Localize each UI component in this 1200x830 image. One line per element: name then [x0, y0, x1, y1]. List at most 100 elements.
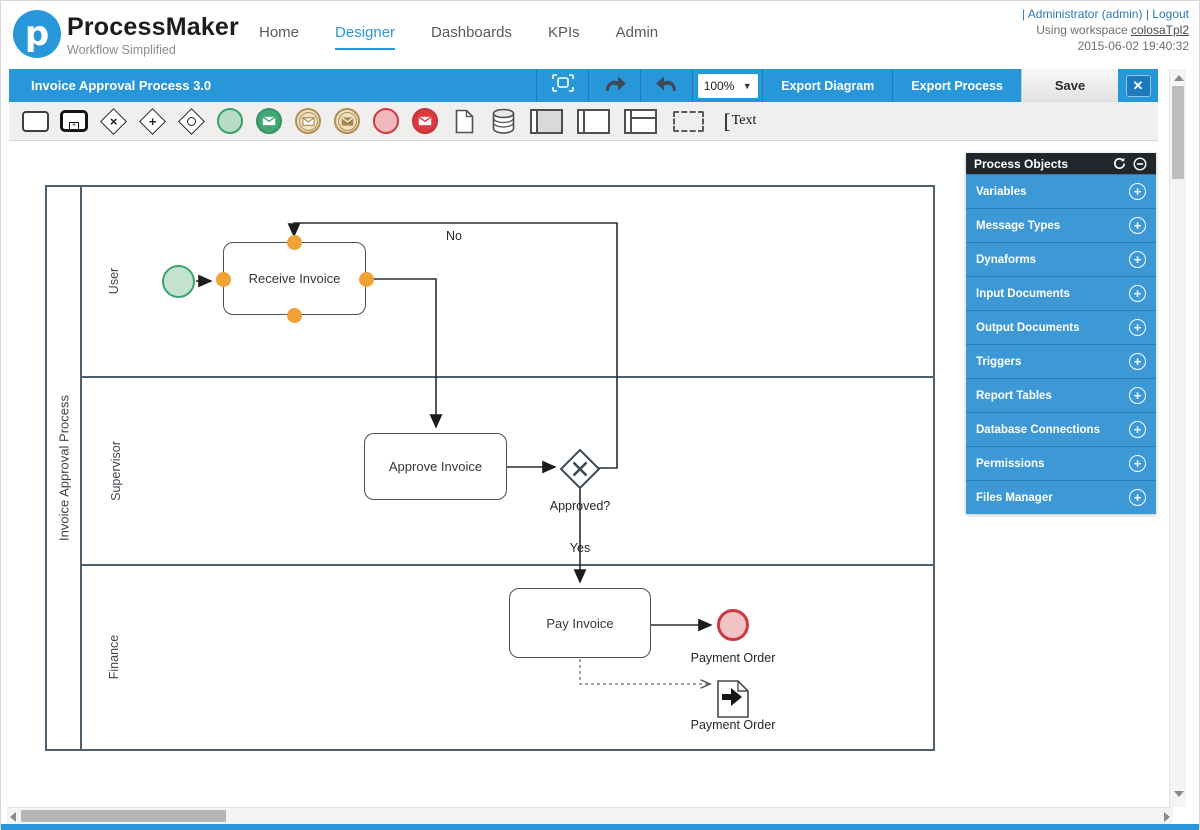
brand-tagline: Workflow Simplified	[67, 43, 176, 57]
start-event[interactable]	[162, 265, 195, 298]
lane-tool-icon[interactable]	[575, 106, 611, 136]
end-event-tool-icon[interactable]	[372, 106, 400, 136]
text-annotation-tool-icon[interactable]: [Text	[718, 106, 762, 136]
start-event-shape	[217, 108, 243, 134]
add-permission-icon[interactable]: +	[1129, 455, 1146, 472]
add-message-type-icon[interactable]: +	[1129, 217, 1146, 234]
inclusive-gateway-tool-icon[interactable]	[177, 106, 205, 136]
intermediate-message-throw-tool-icon[interactable]	[333, 106, 361, 136]
task-receive-invoice[interactable]: Receive Invoice	[223, 242, 366, 315]
scroll-down-arrow[interactable]	[1174, 791, 1184, 797]
horizontal-lanes-tool-icon[interactable]	[622, 106, 658, 136]
po-item-message-types[interactable]: Message Types +	[966, 208, 1156, 242]
vertical-scrollbar[interactable]	[1169, 69, 1186, 807]
data-object-tool-icon[interactable]	[450, 106, 478, 136]
export-diagram-button[interactable]: Export Diagram	[762, 69, 892, 102]
fullscreen-icon	[551, 73, 575, 98]
po-item-report-tables[interactable]: Report Tables +	[966, 378, 1156, 412]
add-output-document-icon[interactable]: +	[1129, 319, 1146, 336]
process-objects-panel: Process Objects Variables + Message Type…	[966, 153, 1156, 514]
gateway-x-shape: ×	[99, 107, 127, 135]
po-item-permissions[interactable]: Permissions +	[966, 446, 1156, 480]
start-event-tool-icon[interactable]	[216, 106, 244, 136]
task-pay-invoice[interactable]: Pay Invoice	[509, 588, 651, 658]
processmaker-logo-icon[interactable]: p	[13, 10, 61, 58]
po-item-label: Dynaforms	[976, 253, 1037, 266]
nav-dashboards[interactable]: Dashboards	[431, 24, 512, 41]
intermediate-message-catch-tool-icon[interactable]	[294, 106, 322, 136]
scroll-up-arrow[interactable]	[1174, 75, 1184, 81]
nav-designer[interactable]: Designer	[335, 24, 396, 50]
po-item-database-connections[interactable]: Database Connections +	[966, 412, 1156, 446]
horizontal-scrollbar[interactable]	[7, 807, 1173, 824]
scroll-right-arrow[interactable]	[1164, 812, 1170, 822]
nav-kpis[interactable]: KPIs	[547, 24, 580, 41]
collapse-panel-icon[interactable]	[1132, 156, 1148, 172]
zoom-select[interactable]: 100% ▼	[697, 73, 758, 98]
group-shape	[672, 110, 704, 132]
add-report-table-icon[interactable]: +	[1129, 387, 1146, 404]
end-event-shape	[373, 108, 399, 134]
connection-handle-top[interactable]	[287, 235, 302, 250]
refresh-icon[interactable]	[1111, 156, 1127, 172]
add-file-icon[interactable]: +	[1129, 489, 1146, 506]
connection-handle-right[interactable]	[359, 272, 374, 287]
export-process-button[interactable]: Export Process	[892, 69, 1021, 102]
po-item-label: Permissions	[976, 457, 1045, 470]
add-trigger-icon[interactable]: +	[1129, 353, 1146, 370]
message-start-event-tool-icon[interactable]	[255, 106, 283, 136]
add-dynaform-icon[interactable]: +	[1129, 251, 1146, 268]
brand-name: ProcessMaker	[67, 13, 239, 41]
connection-handle-bottom[interactable]	[287, 308, 302, 323]
scroll-left-arrow[interactable]	[10, 812, 16, 822]
pool-shape	[529, 108, 563, 134]
diagram-toolbar: Invoice Approval Process 3.0	[9, 69, 1158, 102]
horizontal-scroll-thumb[interactable]	[21, 810, 226, 822]
chevron-down-icon: ▼	[742, 80, 752, 91]
end-event-payment-order[interactable]	[717, 609, 749, 641]
undo-button[interactable]	[640, 69, 692, 102]
text-annotation-shape: [Text	[723, 108, 757, 133]
task-tool-icon[interactable]	[21, 106, 49, 136]
add-variable-icon[interactable]: +	[1129, 183, 1146, 200]
add-database-connection-icon[interactable]: +	[1129, 421, 1146, 438]
redo-button[interactable]	[588, 69, 640, 102]
close-cell: ✕	[1118, 69, 1158, 102]
add-input-document-icon[interactable]: +	[1129, 285, 1146, 302]
gateway-label: Approved?	[549, 499, 611, 513]
admin-user-link[interactable]: Administrator (admin)	[1027, 7, 1143, 21]
close-designer-button[interactable]: ✕	[1125, 74, 1151, 97]
pool-tool-icon[interactable]	[528, 106, 564, 136]
data-object-payment-order[interactable]	[715, 679, 752, 719]
po-item-label: Input Documents	[976, 287, 1070, 300]
po-item-variables[interactable]: Variables +	[966, 174, 1156, 208]
vertical-scroll-thumb[interactable]	[1172, 86, 1184, 179]
intermediate-throw-shape	[334, 108, 360, 134]
exclusive-gateway-tool-icon[interactable]: ×	[99, 106, 127, 136]
task-approve-invoice[interactable]: Approve Invoice	[364, 433, 507, 500]
po-item-input-documents[interactable]: Input Documents +	[966, 276, 1156, 310]
po-item-dynaforms[interactable]: Dynaforms +	[966, 242, 1156, 276]
workspace-name-link[interactable]: colosaTpl2	[1130, 23, 1189, 37]
po-item-label: Database Connections	[976, 423, 1100, 436]
nav-admin[interactable]: Admin	[615, 24, 659, 41]
data-object-label: Payment Order	[690, 718, 776, 732]
fullscreen-button[interactable]	[536, 69, 588, 102]
connection-handle-left[interactable]	[216, 272, 231, 287]
subprocess-tool-icon[interactable]: +	[60, 106, 88, 136]
flow-label-no: No	[446, 229, 462, 243]
gateway-circle-shape	[177, 107, 205, 135]
logout-link[interactable]: Logout	[1152, 7, 1189, 21]
nav-home[interactable]: Home	[259, 24, 300, 41]
group-tool-icon[interactable]	[669, 106, 707, 136]
message-end-event-tool-icon[interactable]	[411, 106, 439, 136]
data-store-tool-icon[interactable]	[489, 106, 517, 136]
po-item-output-documents[interactable]: Output Documents +	[966, 310, 1156, 344]
parallel-gateway-tool-icon[interactable]: +	[138, 106, 166, 136]
po-item-files-manager[interactable]: Files Manager +	[966, 480, 1156, 514]
po-item-triggers[interactable]: Triggers +	[966, 344, 1156, 378]
save-button[interactable]: Save	[1021, 69, 1118, 102]
gateway-approved[interactable]	[559, 448, 601, 490]
workspace-prefix: Using workspace	[1036, 23, 1128, 37]
po-item-label: Variables	[976, 185, 1027, 198]
